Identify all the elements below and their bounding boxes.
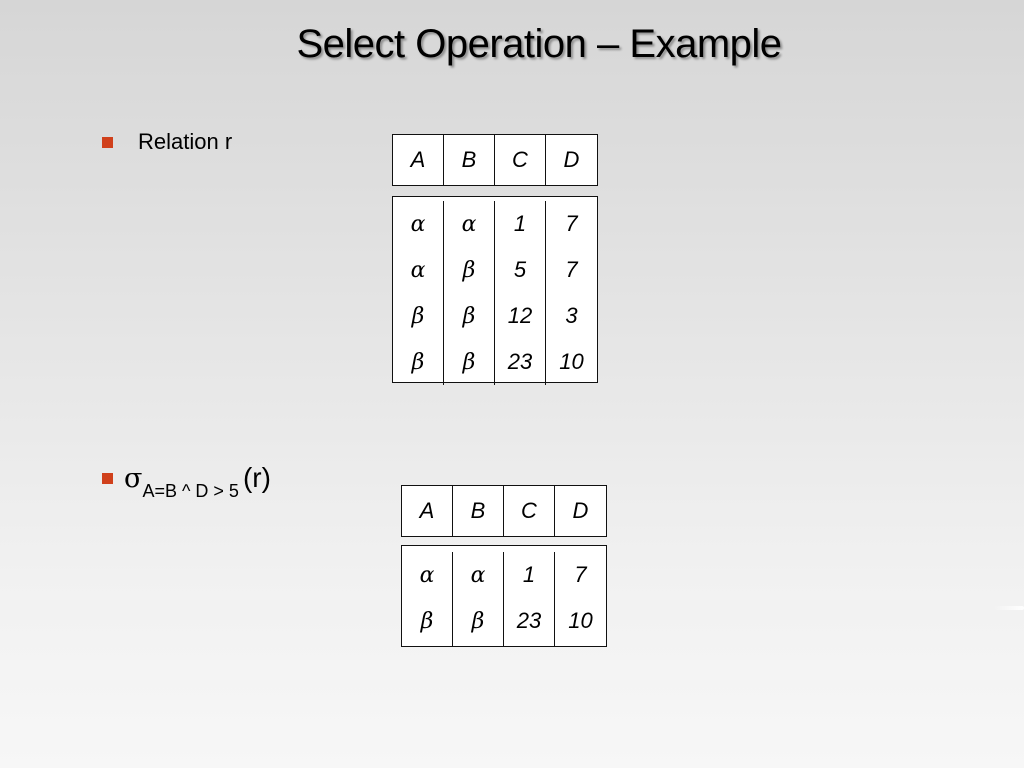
relation-r-header: A B C D xyxy=(392,134,598,186)
header-cell: C xyxy=(504,486,555,536)
select-expression: σA=B ^ D > 5(r) xyxy=(124,462,271,501)
result-header: A B C D xyxy=(401,485,607,537)
table-cell: 3 xyxy=(565,303,578,328)
table-cell: β xyxy=(462,257,476,283)
header-cell: B xyxy=(453,486,504,536)
column-b: α β xyxy=(453,552,504,646)
column-a: α β xyxy=(402,552,453,646)
bullet-relation-r: Relation r xyxy=(138,129,233,154)
slide-title: Select Operation – Example xyxy=(296,22,782,66)
table-cell: α xyxy=(419,562,435,588)
table-cell: 23 xyxy=(507,349,533,374)
relation-r-body: α α β β α β β β 1 5 12 23 7 7 3 10 xyxy=(392,196,598,385)
column-d: 7 10 xyxy=(555,552,606,646)
sigma-symbol: σ xyxy=(124,463,143,494)
column-c: 1 23 xyxy=(504,552,555,646)
table-cell: β xyxy=(462,349,476,375)
header-cell: A xyxy=(402,486,453,536)
table-cell: β xyxy=(471,608,485,634)
table-cell: β xyxy=(420,608,434,634)
decorative-swoosh xyxy=(994,606,1024,610)
table-cell: 5 xyxy=(513,257,527,282)
table-cell: α xyxy=(410,257,426,283)
table-cell: 7 xyxy=(574,562,587,587)
bullet-square-icon xyxy=(102,137,113,148)
header-cell: D xyxy=(572,498,589,523)
table-cell: 1 xyxy=(522,562,536,587)
bullet-square-icon xyxy=(102,473,113,484)
header-cell: A xyxy=(393,135,444,185)
table-cell: 10 xyxy=(568,608,593,633)
column-c: 1 5 12 23 xyxy=(495,201,546,385)
table-cell: 1 xyxy=(513,211,527,236)
header-cell: C xyxy=(495,135,546,185)
column-d: 7 7 3 10 xyxy=(546,201,597,385)
header-cell: D xyxy=(563,147,580,172)
table-cell: β xyxy=(411,303,425,329)
table-cell: 7 xyxy=(565,257,578,282)
table-cell: 23 xyxy=(516,608,542,633)
column-a: α α β β xyxy=(393,201,444,385)
select-argument: (r) xyxy=(242,462,271,493)
table-cell: α xyxy=(410,211,426,237)
header-cell: B xyxy=(444,135,495,185)
select-predicate: A=B ^ D > 5 xyxy=(142,481,239,501)
table-cell: 12 xyxy=(507,303,533,328)
result-body: α β α β 1 23 7 10 xyxy=(401,545,607,647)
table-cell: α xyxy=(470,562,486,588)
table-cell: β xyxy=(411,349,425,375)
table-cell: β xyxy=(462,303,476,329)
table-cell: 7 xyxy=(565,211,578,236)
column-b: α β β β xyxy=(444,201,495,385)
table-cell: 10 xyxy=(559,349,584,374)
table-cell: α xyxy=(461,211,477,237)
